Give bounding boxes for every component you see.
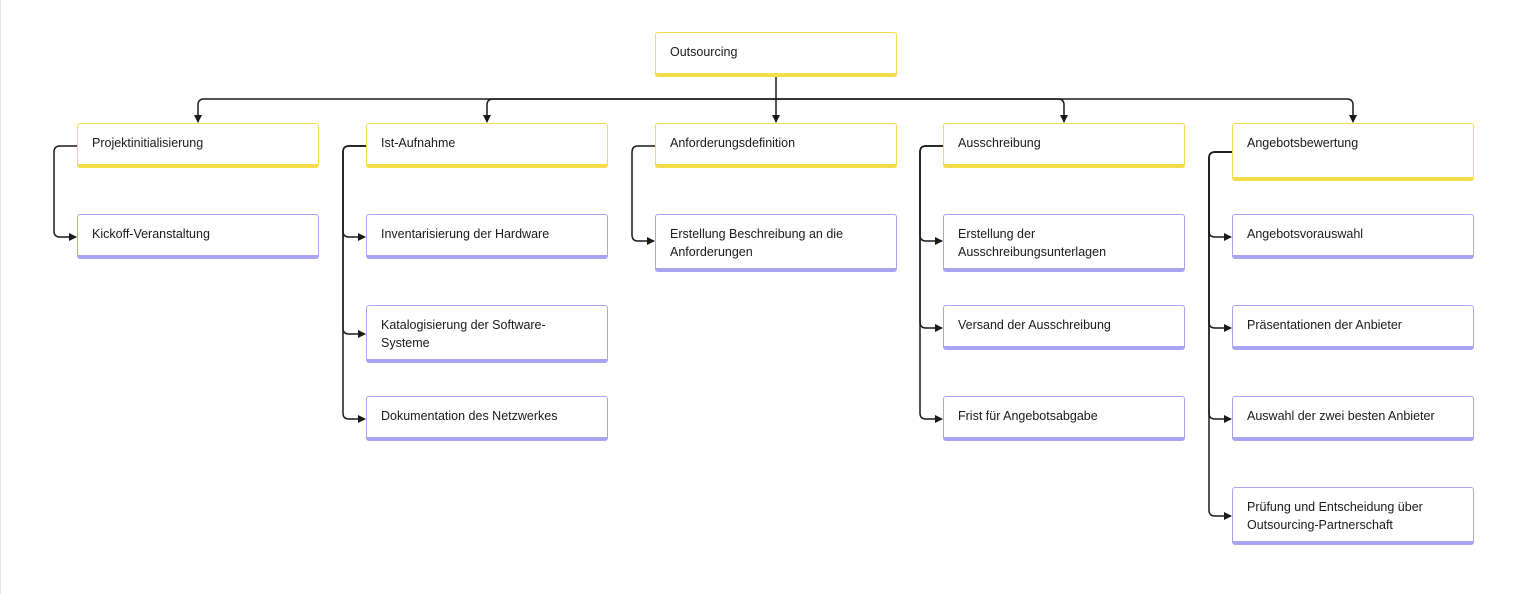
task-node[interactable]: Erstellung der Ausschreibungsunterlagen xyxy=(943,214,1185,272)
task-node-label: Auswahl der zwei besten Anbieter xyxy=(1247,409,1435,423)
task-connector xyxy=(919,145,943,332)
task-node[interactable]: Angebotsvorauswahl xyxy=(1232,214,1474,259)
task-node-label: Präsentationen der Anbieter xyxy=(1247,318,1402,332)
task-node-label: Erstellung der Ausschreibungsunterlagen xyxy=(958,227,1107,259)
task-node-label: Kickoff-Veranstaltung xyxy=(92,227,210,241)
task-node[interactable]: Präsentationen der Anbieter xyxy=(1232,305,1474,350)
task-node-label: Inventarisierung der Hardware xyxy=(381,227,550,241)
task-node-label: Frist für Angebotsabgabe xyxy=(958,409,1098,423)
task-node[interactable]: Frist für Angebotsabgabe xyxy=(943,396,1185,441)
phase-node-label: Ist-Aufnahme xyxy=(381,136,456,150)
phase-connector xyxy=(776,98,1357,123)
task-node[interactable]: Katalogisierung der Software-Systeme xyxy=(366,305,608,363)
phase-node-label: Ausschreibung xyxy=(958,136,1041,150)
task-node[interactable]: Auswahl der zwei besten Anbieter xyxy=(1232,396,1474,441)
task-node[interactable]: Versand der Ausschreibung xyxy=(943,305,1185,350)
task-node[interactable]: Inventarisierung der Hardware xyxy=(366,214,608,259)
task-connector xyxy=(1208,151,1232,423)
phase-node-label: Angebotsbewertung xyxy=(1247,136,1359,150)
task-node-label: Katalogisierung der Software-Systeme xyxy=(381,318,546,350)
root-node[interactable]: Outsourcing xyxy=(655,32,897,77)
task-node-label: Prüfung und Entscheidung über Outsourcin… xyxy=(1247,500,1423,532)
phase-node[interactable]: Angebotsbewertung xyxy=(1232,123,1474,181)
task-connector xyxy=(342,145,366,423)
task-node-label: Versand der Ausschreibung xyxy=(958,318,1111,332)
task-connector xyxy=(1208,151,1232,241)
task-node-label: Angebotsvorauswahl xyxy=(1247,227,1364,241)
task-node[interactable]: Kickoff-Veranstaltung xyxy=(77,214,319,259)
task-node[interactable]: Prüfung und Entscheidung über Outsourcin… xyxy=(1232,487,1474,545)
task-connector xyxy=(919,145,943,423)
phase-node-label: Projektinitialisierung xyxy=(92,136,204,150)
phase-node[interactable]: Projektinitialisierung xyxy=(77,123,319,168)
root-node-label: Outsourcing xyxy=(670,45,738,59)
task-node[interactable]: Erstellung Beschreibung an die Anforderu… xyxy=(655,214,897,272)
task-connector xyxy=(1208,151,1232,520)
task-connector xyxy=(342,145,366,338)
task-connector xyxy=(631,145,655,245)
phase-connector xyxy=(194,98,776,123)
phase-node[interactable]: Ausschreibung xyxy=(943,123,1185,168)
task-node-label: Dokumentation des Netzwerkes xyxy=(381,409,558,423)
phase-connector xyxy=(483,98,776,123)
phase-node[interactable]: Anforderungsdefinition xyxy=(655,123,897,168)
task-node-label: Erstellung Beschreibung an die Anforderu… xyxy=(670,227,844,259)
task-connector xyxy=(53,145,77,241)
phase-node-label: Anforderungsdefinition xyxy=(670,136,796,150)
phase-connector xyxy=(776,98,1068,123)
task-connector xyxy=(919,145,943,245)
task-connector xyxy=(342,145,366,241)
phase-node[interactable]: Ist-Aufnahme xyxy=(366,123,608,168)
task-node[interactable]: Dokumentation des Netzwerkes xyxy=(366,396,608,441)
task-connector xyxy=(1208,151,1232,332)
